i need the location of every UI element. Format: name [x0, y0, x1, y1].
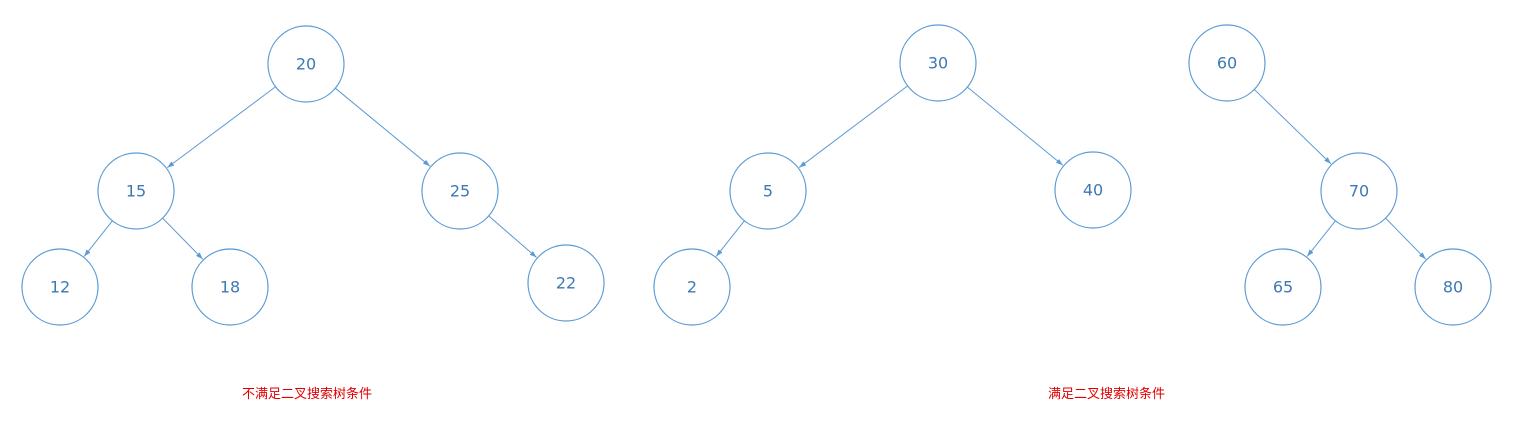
- tree-node: 30: [899, 24, 977, 102]
- node-circle: [21, 248, 99, 326]
- tree-node: 2: [653, 248, 731, 326]
- node-label: 65: [1273, 278, 1293, 297]
- node-label: 15: [126, 182, 146, 201]
- edge-a15-a18: [162, 217, 204, 260]
- edge-c60-c70: [1253, 89, 1332, 165]
- node-circle: [1414, 248, 1492, 326]
- node-label: 5: [763, 182, 773, 201]
- edge-c70-c65: [1306, 220, 1336, 257]
- node-circle: [267, 25, 345, 103]
- tree-node: 20: [267, 25, 345, 103]
- caption-bst: 满足二叉搜索树条件: [1048, 387, 1166, 402]
- node-label: 30: [928, 54, 948, 73]
- tree-node: 12: [21, 248, 99, 326]
- tree-node: 18: [191, 248, 269, 326]
- node-label: 80: [1443, 278, 1463, 297]
- node-label: 60: [1217, 54, 1237, 73]
- tree-node: 60: [1188, 24, 1266, 102]
- tree-node: 15: [97, 152, 175, 230]
- caption-not-bst: 不满足二叉搜索树条件: [242, 387, 373, 402]
- node-label: 25: [450, 182, 470, 201]
- tree-node: 70: [1320, 152, 1398, 230]
- edge-a15-a12: [83, 220, 113, 257]
- node-label: 2: [687, 278, 697, 297]
- node-label: 40: [1083, 181, 1103, 200]
- tree-node: 25: [421, 152, 499, 230]
- node-label: 22: [556, 274, 576, 293]
- edge-a20-a15: [166, 86, 276, 169]
- edge-b30-b40: [967, 86, 1064, 166]
- node-circle: [1244, 248, 1322, 326]
- node-label: 18: [220, 278, 240, 297]
- tree-node: 22: [527, 244, 605, 322]
- node-circle: [1188, 24, 1266, 102]
- node-label: 20: [296, 55, 316, 74]
- node-label: 70: [1349, 182, 1369, 201]
- edge-a20-a25: [334, 87, 431, 167]
- edge-b30-b5: [798, 85, 908, 168]
- node-circle: [729, 152, 807, 230]
- node-circle: [191, 248, 269, 326]
- node-circle: [97, 152, 175, 230]
- edge-c70-c80: [1385, 217, 1427, 260]
- tree-node: 5: [729, 152, 807, 230]
- node-circle: [1320, 152, 1398, 230]
- node-label: 12: [50, 278, 70, 297]
- node-circle: [1054, 151, 1132, 229]
- tree-node: 80: [1414, 248, 1492, 326]
- tree-node: 65: [1244, 248, 1322, 326]
- node-circle: [421, 152, 499, 230]
- node-circle: [653, 248, 731, 326]
- tree-node: 40: [1054, 151, 1132, 229]
- node-circle: [899, 24, 977, 102]
- edge-a25-a22: [488, 215, 537, 258]
- edge-b5-b2: [715, 220, 745, 257]
- node-circle: [527, 244, 605, 322]
